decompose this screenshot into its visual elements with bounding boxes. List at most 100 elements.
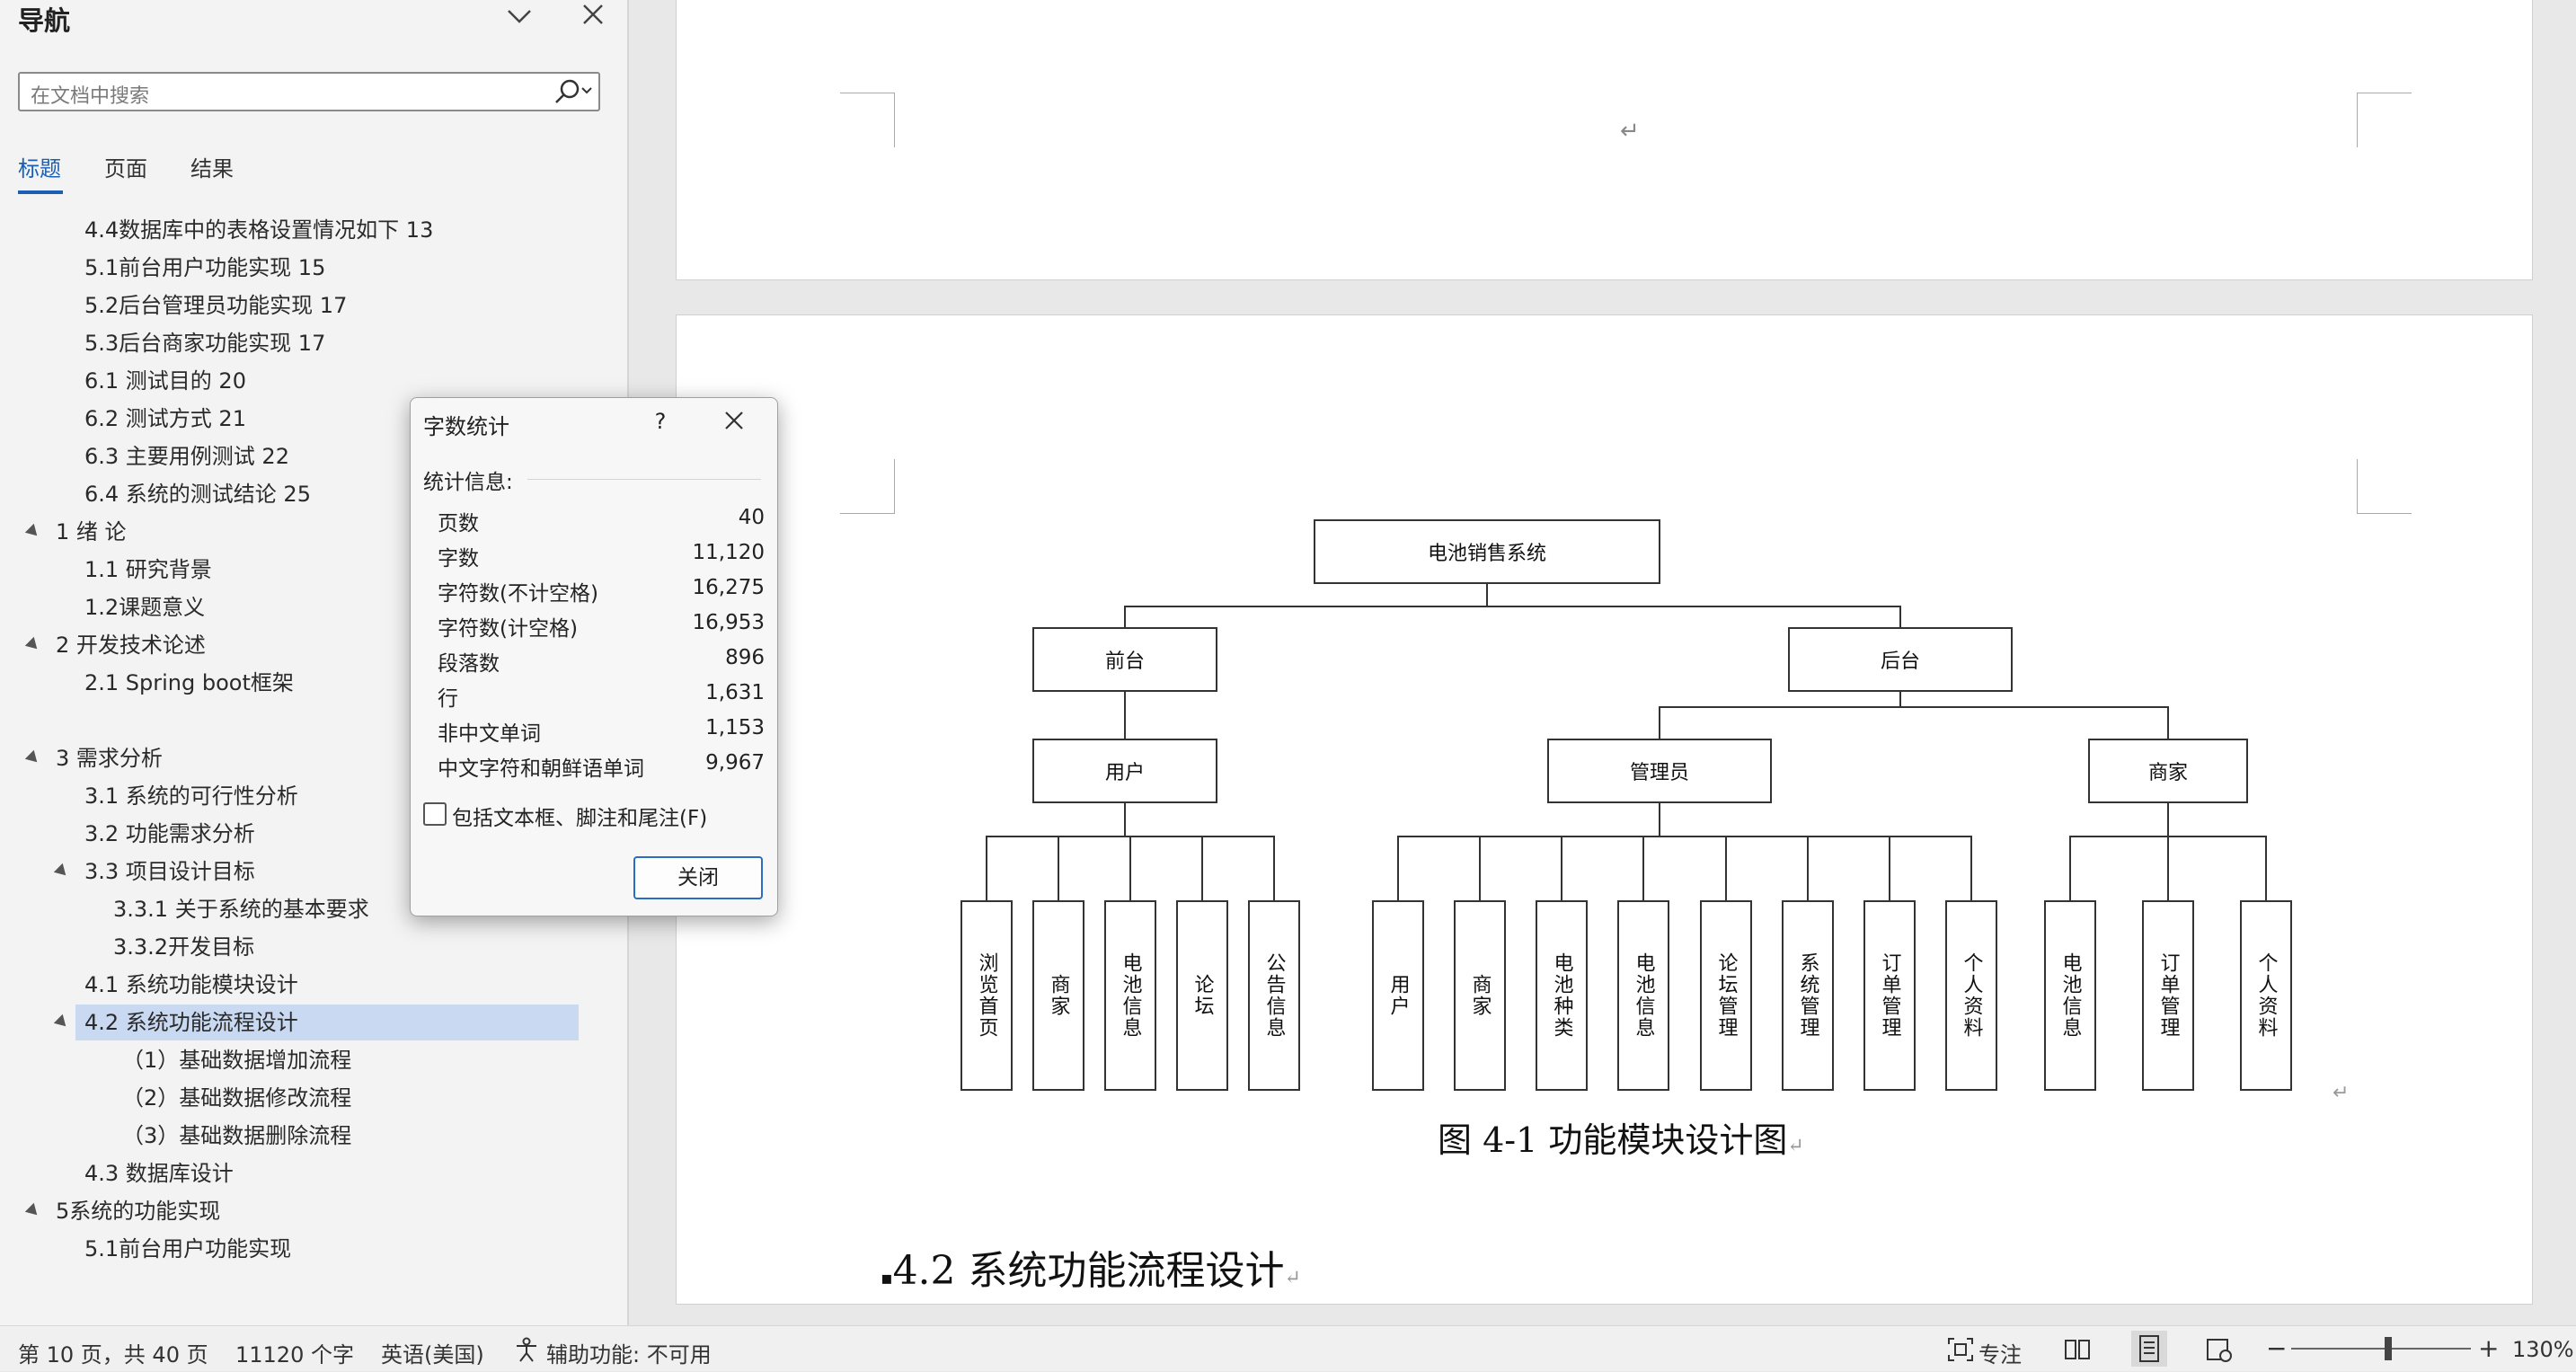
zoom-in-icon[interactable]: + — [2478, 1333, 2500, 1363]
nav-close-icon[interactable] — [575, 0, 611, 32]
heading-item[interactable]: （3）基础数据删除流程 — [122, 1123, 352, 1148]
accessibility-status[interactable]: 辅助功能: 不可用 — [546, 1342, 712, 1368]
collapse-triangle-icon[interactable] — [53, 1014, 71, 1031]
node-merchant: 商家 — [2088, 739, 2248, 803]
connector — [1807, 836, 1809, 900]
status-bar: 第 10 页，共 40 页 11120 个字 英语(美国) 辅助功能: 不可用 … — [0, 1325, 2576, 1371]
heading-item[interactable]: 1 绪 论 — [56, 519, 127, 544]
figure-caption: 图 4-1 功能模块设计图↵ — [1438, 1120, 1804, 1160]
node-root: 电池销售系统 — [1314, 519, 1660, 584]
heading-item[interactable]: 3.3.1 关于系统的基本要求 — [113, 897, 369, 922]
heading-item[interactable]: 6.4 系统的测试结论 25 — [84, 482, 311, 507]
heading-item[interactable]: 3.1 系统的可行性分析 — [84, 783, 298, 809]
focus-mode[interactable]: 专注 — [1978, 1342, 2022, 1368]
connector — [1725, 836, 1727, 900]
tab-results[interactable]: 结果 — [190, 156, 234, 181]
heading-item[interactable]: 3 需求分析 — [56, 746, 163, 771]
focus-icon[interactable] — [1946, 1335, 1975, 1364]
connector — [1124, 692, 1126, 739]
collapse-triangle-icon[interactable] — [24, 636, 42, 654]
zoom-out-icon[interactable]: − — [2266, 1333, 2288, 1363]
zoom-slider-thumb[interactable] — [2385, 1337, 2392, 1360]
zoom-level[interactable]: 130% — [2512, 1337, 2574, 1362]
heading-item[interactable]: 4.4数据库中的表格设置情况如下 13 — [84, 217, 434, 243]
heading-item[interactable]: 6.3 主要用例测试 22 — [84, 444, 289, 469]
stat-row: 字符数(计空格)16,953 — [438, 606, 765, 641]
word-count[interactable]: 11120 个字 — [235, 1342, 354, 1368]
collapse-triangle-icon[interactable] — [24, 749, 42, 767]
heading-item[interactable]: 5.3后台商家功能实现 17 — [84, 331, 326, 356]
leaf-node: 浏览首页 — [960, 900, 1013, 1091]
leaf-node: 论坛管理 — [1700, 900, 1752, 1091]
leaf-node: 电池信息 — [2044, 900, 2096, 1091]
heading-item[interactable]: 3.2 功能需求分析 — [84, 821, 255, 846]
heading-item[interactable]: 6.1 测试目的 20 — [84, 368, 246, 394]
heading-item[interactable]: （1）基础数据增加流程 — [122, 1048, 352, 1073]
search-icon[interactable] — [548, 77, 595, 106]
print-layout-icon[interactable] — [2131, 1331, 2167, 1367]
leaf-node: 电池信息 — [1104, 900, 1156, 1091]
language-indicator[interactable]: 英语(美国) — [381, 1342, 484, 1368]
heading-item[interactable]: 5.1前台用户功能实现 — [84, 1236, 292, 1261]
read-mode-icon[interactable] — [2063, 1335, 2092, 1364]
checkbox-label[interactable]: 包括文本框、脚注和尾注(F) — [452, 807, 708, 830]
tab-pages[interactable]: 页面 — [104, 156, 147, 181]
include-footnotes-checkbox[interactable] — [423, 802, 447, 826]
stat-value: 16,275 — [692, 576, 765, 599]
collapse-triangle-icon[interactable] — [24, 1202, 42, 1220]
paragraph-mark: ↵ — [1620, 118, 1640, 145]
leaf-node: 商家 — [1032, 900, 1084, 1091]
stat-label: 字数 — [438, 547, 479, 571]
nav-options-chevron-icon[interactable] — [501, 0, 537, 32]
zoom-slider[interactable] — [2291, 1348, 2471, 1350]
heading-item[interactable]: 1.1 研究背景 — [84, 557, 212, 582]
heading-item[interactable]: 2 开发技术论述 — [56, 633, 206, 658]
dialog-title: 字数统计 — [423, 414, 509, 439]
collapse-triangle-icon[interactable] — [53, 863, 71, 881]
node-front: 前台 — [1032, 627, 1217, 692]
heading-item[interactable]: 1.2课题意义 — [84, 595, 206, 620]
nav-title: 导航 — [18, 5, 71, 36]
leaf-node: 个人资料 — [2240, 900, 2292, 1091]
heading-item[interactable]: （2）基础数据修改流程 — [122, 1085, 352, 1111]
stat-label: 字符数(不计空格) — [438, 582, 598, 606]
heading-item[interactable]: 4.3 数据库设计 — [84, 1161, 234, 1186]
heading-item[interactable]: 5.2后台管理员功能实现 17 — [84, 293, 348, 318]
stat-row: 字数 11,120 — [438, 536, 765, 571]
close-icon[interactable] — [716, 405, 752, 438]
stat-value: 16,953 — [692, 611, 765, 634]
leaf-node: 订单管理 — [2142, 900, 2194, 1091]
leaf-node: 订单管理 — [1863, 900, 1916, 1091]
web-layout-icon[interactable] — [2205, 1335, 2234, 1364]
search-input[interactable]: 在文档中搜索 — [18, 72, 600, 111]
heading-item[interactable]: 6.2 测试方式 21 — [84, 406, 246, 431]
collapse-triangle-icon[interactable] — [24, 523, 42, 541]
leaf-node: 电池种类 — [1536, 900, 1588, 1091]
heading-item[interactable]: 3.3 项目设计目标 — [84, 859, 255, 884]
connector — [1124, 606, 1901, 607]
accessibility-icon[interactable] — [512, 1335, 541, 1364]
page-indicator[interactable]: 第 10 页，共 40 页 — [18, 1342, 208, 1368]
connector — [2265, 836, 2267, 900]
tab-headings[interactable]: 标题 — [18, 156, 61, 181]
close-button[interactable]: 关闭 — [633, 856, 763, 899]
connector — [1124, 606, 1126, 627]
help-button[interactable]: ? — [654, 409, 667, 434]
heading-item-selected[interactable]: 4.2 系统功能流程设计 — [75, 1005, 579, 1040]
heading-item[interactable]: 3.3.2开发目标 — [113, 934, 255, 960]
crop-mark — [840, 459, 895, 514]
heading-item[interactable]: 5系统的功能实现 — [56, 1199, 221, 1224]
stat-label: 中文字符和朝鲜语单词 — [438, 757, 644, 781]
stat-value: 11,120 — [692, 541, 765, 564]
heading-item[interactable]: 4.1 系统功能模块设计 — [84, 972, 298, 997]
document-page-current[interactable] — [676, 314, 2533, 1305]
leaf-node: 论坛 — [1176, 900, 1228, 1091]
heading-item[interactable]: 5.1前台用户功能实现 15 — [84, 255, 326, 280]
heading-item[interactable]: 2.1 Spring boot框架 — [84, 670, 294, 695]
connector — [2167, 803, 2169, 836]
stat-value: 1,631 — [705, 681, 765, 704]
document-page-previous[interactable]: ↵ — [676, 0, 2533, 280]
